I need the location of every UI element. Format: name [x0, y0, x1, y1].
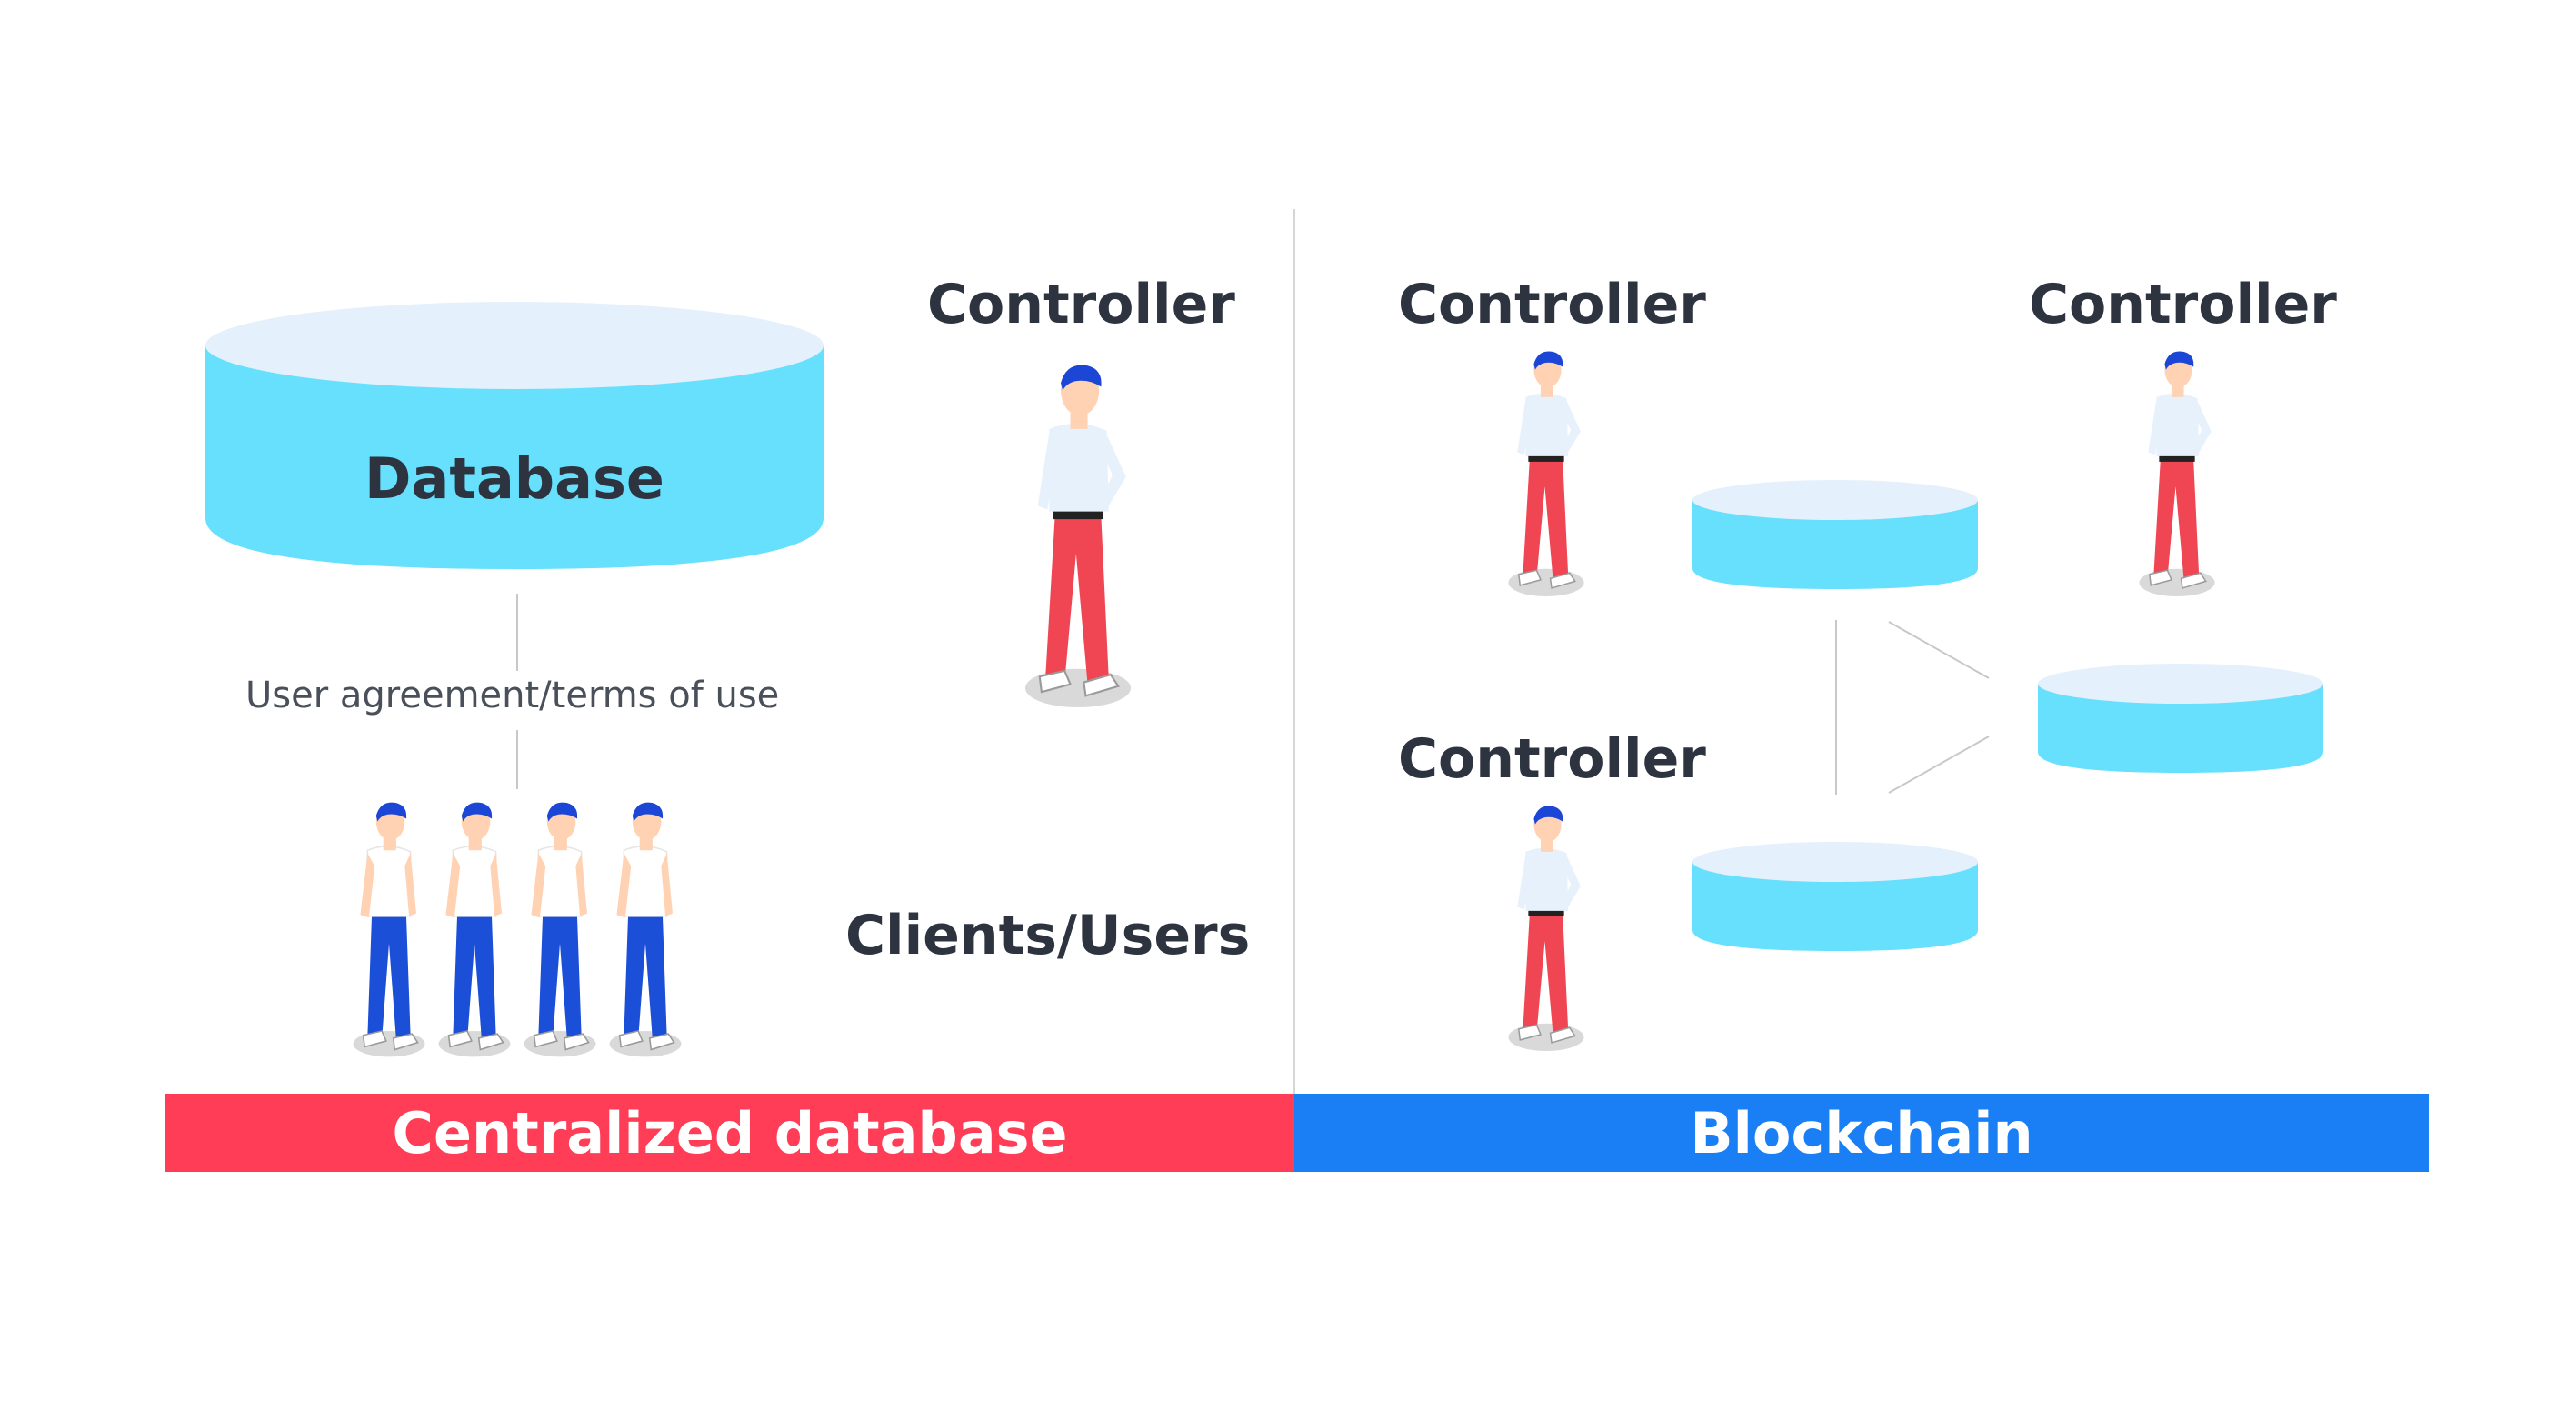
- blockchain-label: Blockchain: [1690, 1099, 2033, 1166]
- database-label: Database: [364, 445, 664, 512]
- blockchain-bar: Blockchain: [1294, 1094, 2429, 1172]
- database-connector-line: [516, 594, 518, 671]
- section-divider: [1293, 209, 1295, 1096]
- controller-label: Controller: [927, 273, 1235, 336]
- user-agreement-label: User agreement/terms of use: [245, 675, 780, 716]
- centralized-database-label: Centralized database: [392, 1099, 1068, 1166]
- centralized-database-bar: Centralized database: [165, 1094, 1294, 1172]
- controller-label: Controller: [2029, 273, 2337, 336]
- database-cylinder-icon: [205, 302, 824, 569]
- controller-label: Controller: [1398, 273, 1706, 336]
- users-connector-line: [516, 730, 518, 789]
- clients-users-label: Clients/Users: [845, 904, 1251, 967]
- controller-label: Controller: [1398, 727, 1706, 791]
